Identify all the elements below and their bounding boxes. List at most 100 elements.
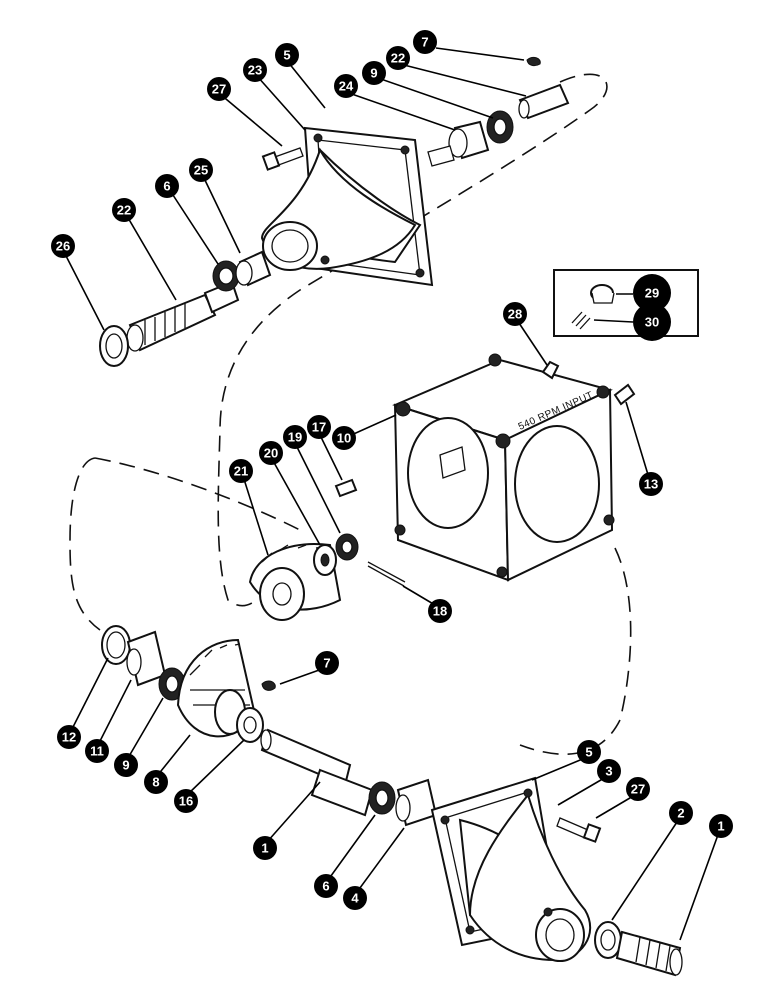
callout-c1b: 1 <box>709 814 733 838</box>
spring-30 <box>571 311 591 330</box>
callout-c2: 2 <box>669 801 693 825</box>
svg-text:3: 3 <box>605 764 612 779</box>
callout-c7a: 7 <box>413 30 437 54</box>
shaft-stub-upper <box>427 145 455 167</box>
breather-29 <box>590 284 615 304</box>
svg-text:1: 1 <box>717 819 724 834</box>
leader-lines <box>63 47 720 941</box>
nut-9-upper <box>486 110 514 144</box>
callout-c6a: 6 <box>155 174 179 198</box>
assembly-path-lower <box>69 457 101 631</box>
svg-text:20: 20 <box>264 446 278 461</box>
callout-c5a: 5 <box>275 43 299 67</box>
bolt-27-lower <box>556 817 602 843</box>
seal-26 <box>99 325 129 367</box>
seal-12 <box>101 625 131 665</box>
callout-c12: 12 <box>57 725 81 749</box>
callout-c27a: 27 <box>207 77 231 101</box>
callout-c29: 29 <box>633 274 671 312</box>
assembly-path-middle <box>94 457 301 531</box>
svg-text:28: 28 <box>508 307 522 322</box>
svg-text:5: 5 <box>283 48 290 63</box>
callout-c24: 24 <box>334 74 358 98</box>
lower-cover-housing <box>430 776 592 962</box>
callout-c6b: 6 <box>314 874 338 898</box>
nut-19 <box>335 533 359 561</box>
svg-text:6: 6 <box>322 879 329 894</box>
callout-c30: 30 <box>633 303 671 341</box>
svg-text:27: 27 <box>212 82 226 97</box>
gearbox-housing-10: 540 RPM INPUT <box>392 353 615 582</box>
callout-c3: 3 <box>597 759 621 783</box>
callout-c5b: 5 <box>577 740 601 764</box>
callout-c13: 13 <box>639 472 663 496</box>
shaft-1-lower <box>260 728 374 817</box>
callout-c19: 19 <box>283 425 307 449</box>
cotter-pin-18 <box>367 561 406 587</box>
shaft-22-upper-right <box>518 83 570 120</box>
svg-text:9: 9 <box>370 66 377 81</box>
svg-text:24: 24 <box>339 79 354 94</box>
callout-c8: 8 <box>144 770 168 794</box>
callout-c9a: 9 <box>362 61 386 85</box>
bearing-4 <box>395 778 438 827</box>
seal-2 <box>594 921 622 959</box>
svg-text:6: 6 <box>163 179 170 194</box>
callout-c23: 23 <box>243 58 267 82</box>
callout-c25: 25 <box>189 158 213 182</box>
callout-c28: 28 <box>503 302 527 326</box>
svg-text:11: 11 <box>90 744 104 759</box>
callout-c11: 11 <box>85 739 109 763</box>
upper-shaft-22 <box>126 280 240 352</box>
washer-16 <box>236 707 264 743</box>
svg-text:5: 5 <box>585 745 592 760</box>
bearing-24 <box>448 120 490 160</box>
grease-fitting-28 <box>541 360 560 380</box>
svg-text:16: 16 <box>179 794 193 809</box>
inset-box <box>553 269 699 337</box>
svg-text:4: 4 <box>351 891 359 906</box>
svg-text:25: 25 <box>194 163 208 178</box>
callout-c21-text: 21 <box>234 464 248 479</box>
bearing-25 <box>235 250 272 287</box>
svg-text:23: 23 <box>248 63 262 78</box>
callout-c1a: 1 <box>253 836 277 860</box>
svg-text:8: 8 <box>152 775 159 790</box>
svg-text:7: 7 <box>421 35 428 50</box>
svg-text:12: 12 <box>62 730 76 745</box>
callout-c9b: 9 <box>114 753 138 777</box>
svg-text:19: 19 <box>288 430 302 445</box>
key-7-lower <box>261 680 276 691</box>
callout-c16: 16 <box>174 789 198 813</box>
bolt-27-upper <box>261 147 304 171</box>
svg-text:30: 30 <box>645 315 659 330</box>
svg-text:27: 27 <box>631 782 645 797</box>
callout-c10: 10 <box>332 426 356 450</box>
callout-c22a: 22 <box>386 46 410 70</box>
svg-text:22: 22 <box>391 51 405 66</box>
plug-13 <box>613 383 636 406</box>
svg-text:2: 2 <box>677 806 684 821</box>
key-7-upper <box>526 56 541 67</box>
assembly-path-right <box>519 547 632 755</box>
svg-text:17: 17 <box>312 420 326 435</box>
nut-6-lower <box>368 781 396 815</box>
callout-c17: 17 <box>307 415 331 439</box>
callout-c4: 4 <box>343 886 367 910</box>
bevel-gear-21 <box>248 543 342 621</box>
nut-6-upper <box>212 260 240 292</box>
washer-20 <box>313 544 337 576</box>
bearing-11 <box>126 630 167 687</box>
svg-text:7: 7 <box>323 656 330 671</box>
callout-c7b: 7 <box>315 651 339 675</box>
callout-c20: 20 <box>259 441 283 465</box>
svg-text:10: 10 <box>337 431 351 446</box>
upper-cover-housing <box>260 126 434 287</box>
svg-text:9: 9 <box>122 758 129 773</box>
assembly-path-upper <box>217 73 608 607</box>
set-screw-17 <box>334 478 358 498</box>
callout-c22b: 22 <box>112 198 136 222</box>
callout-c27b: 27 <box>626 777 650 801</box>
callout-c21: 21 <box>229 459 253 483</box>
